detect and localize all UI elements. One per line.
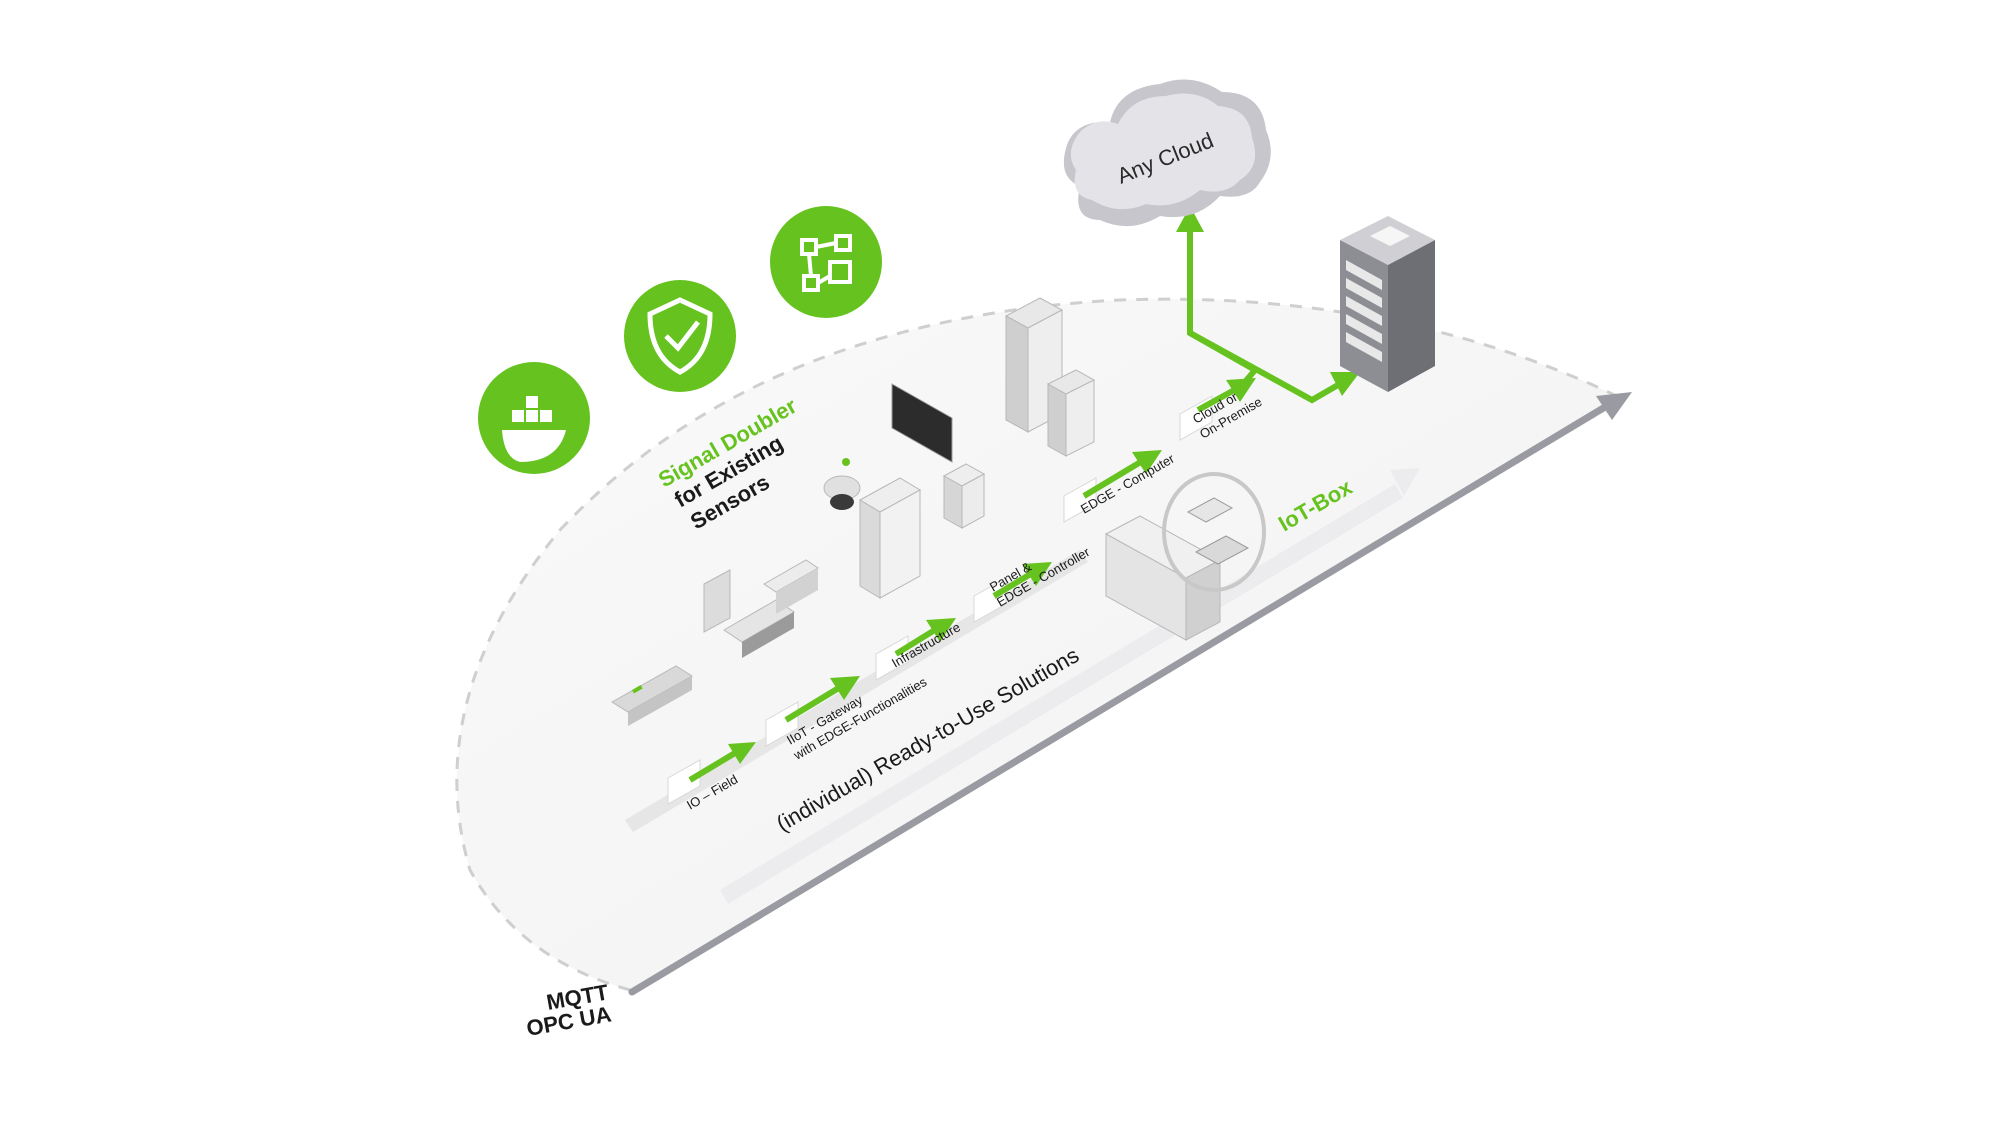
- step-arrow-4: [992, 562, 1052, 599]
- protocol-labels: MQTT OPC UA: [525, 979, 614, 1041]
- badge-shield: [624, 280, 736, 392]
- edge-controller: [942, 463, 986, 529]
- dashed-boundary: [455, 297, 1626, 992]
- gateway-devices: [703, 559, 819, 658]
- protocol-axis-arrow: [628, 392, 1632, 996]
- io-field-device: [611, 665, 693, 726]
- green-step-arrows: [688, 378, 1256, 783]
- iot-box-cabinet: [1104, 472, 1266, 641]
- infrastructure-switch: [858, 477, 922, 599]
- badge-docker: [478, 362, 590, 474]
- badge-network: [770, 206, 882, 318]
- cloud-icon: [1063, 79, 1271, 227]
- step-arrow-1: [688, 742, 756, 783]
- step-arrow-6: [1196, 378, 1256, 413]
- step-arrow-5: [1082, 450, 1162, 499]
- cloud-arrow-head: [1176, 206, 1204, 232]
- solutions-arrow: [720, 468, 1420, 904]
- dome-camera: [823, 458, 861, 510]
- edge-computers: [1004, 297, 1096, 457]
- floor-area: [455, 297, 1626, 992]
- step-arrow-3: [894, 618, 956, 657]
- server-rack-icon: [1340, 216, 1435, 392]
- panel-display: [891, 383, 953, 463]
- floor-surface: [456, 299, 1626, 991]
- cloud-server-connector: [1187, 225, 1340, 404]
- server-arrow-head: [1330, 372, 1360, 396]
- step-arrow-2: [784, 676, 860, 723]
